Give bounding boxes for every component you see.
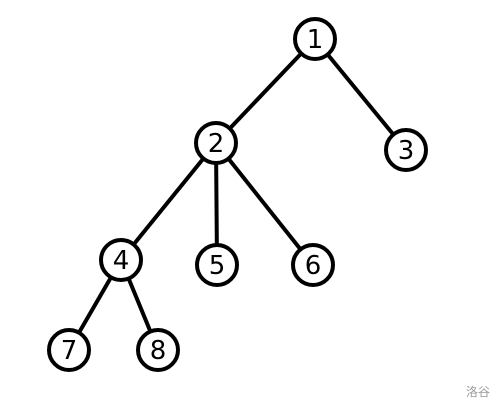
node-label: 2	[208, 129, 225, 159]
edge-4-8	[126, 276, 153, 334]
watermark-text: 洛谷	[465, 385, 490, 399]
tree-node-3: 3	[384, 128, 428, 172]
tree-edges	[77, 51, 396, 335]
edge-2-6	[226, 156, 303, 252]
edge-1-3	[325, 52, 396, 137]
tree-node-2: 2	[194, 121, 238, 165]
edge-2-4	[131, 156, 206, 247]
tree-node-6: 6	[291, 243, 335, 287]
edge-1-2	[227, 51, 304, 131]
tree-node-1: 1	[293, 17, 337, 61]
node-circle	[195, 243, 239, 287]
tree-node-8: 8	[136, 328, 180, 372]
node-label: 1	[307, 25, 324, 55]
node-circle	[136, 328, 180, 372]
tree-node-5: 5	[195, 243, 239, 287]
tree-nodes: 1 2 3 4 5 6 7 8	[47, 17, 428, 372]
node-label: 6	[305, 251, 322, 281]
node-label: 5	[209, 251, 226, 281]
node-circle	[293, 17, 337, 61]
node-label: 8	[150, 336, 167, 366]
node-circle	[194, 121, 238, 165]
node-circle	[99, 238, 143, 282]
node-label: 7	[61, 336, 78, 366]
node-label: 3	[398, 136, 415, 166]
tree-node-4: 4	[99, 238, 143, 282]
edge-2-5	[214, 160, 219, 248]
node-circle	[47, 328, 91, 372]
tree-node-7: 7	[47, 328, 91, 372]
node-label: 4	[113, 246, 130, 276]
edge-4-7	[77, 275, 113, 335]
node-circle	[384, 128, 428, 172]
node-circle	[291, 243, 335, 287]
